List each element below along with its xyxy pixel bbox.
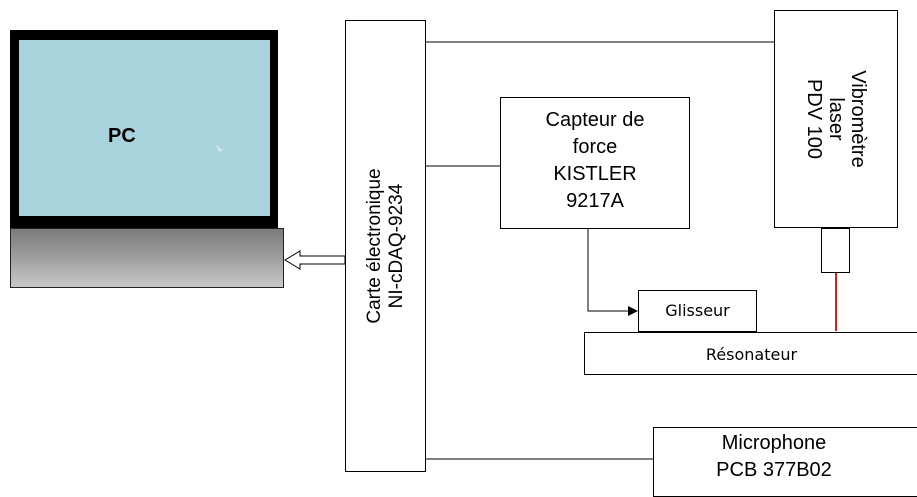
pc-screen	[19, 40, 270, 216]
force-line1: Capteur de	[545, 109, 645, 131]
force-line4: 9217A	[566, 190, 624, 212]
wire-force-slider	[587, 229, 628, 312]
force-sensor-box: Capteur de force KISTLER 9217A	[500, 97, 690, 229]
daq-label-line2: NI-cDAQ-9234	[385, 183, 407, 309]
screen-glint	[215, 144, 223, 152]
pc-label: PC	[108, 125, 136, 147]
data-transfer-arrow	[284, 250, 346, 270]
pc-base	[10, 228, 284, 288]
daq-card: Carte électronique NI-cDAQ-9234	[345, 20, 426, 472]
slider-label: Glisseur	[665, 301, 730, 320]
slider-box: Glisseur	[638, 290, 757, 332]
force-line2: force	[572, 136, 618, 158]
force-line3: KISTLER	[553, 163, 637, 185]
vib-line2: laser	[825, 97, 847, 141]
mic-line1: Microphone	[721, 432, 827, 454]
laser-beam	[835, 273, 837, 331]
resonator-box: Résonateur	[584, 332, 917, 375]
vib-line1: Vibromètre	[847, 70, 869, 168]
connection-lines	[284, 41, 774, 460]
daq-label-line1: Carte électronique	[363, 168, 385, 324]
arrowhead-slider	[628, 306, 638, 316]
vib-line3: PDV 100	[803, 78, 825, 160]
vibrometer-box: Vibromètre laser PDV 100	[774, 10, 898, 228]
microphone-box: Microphone PCB 377B02	[653, 427, 917, 497]
vibrometer-lens	[821, 228, 850, 273]
mic-line2: PCB 377B02	[716, 459, 832, 481]
resonator-label: Résonateur	[705, 345, 798, 364]
